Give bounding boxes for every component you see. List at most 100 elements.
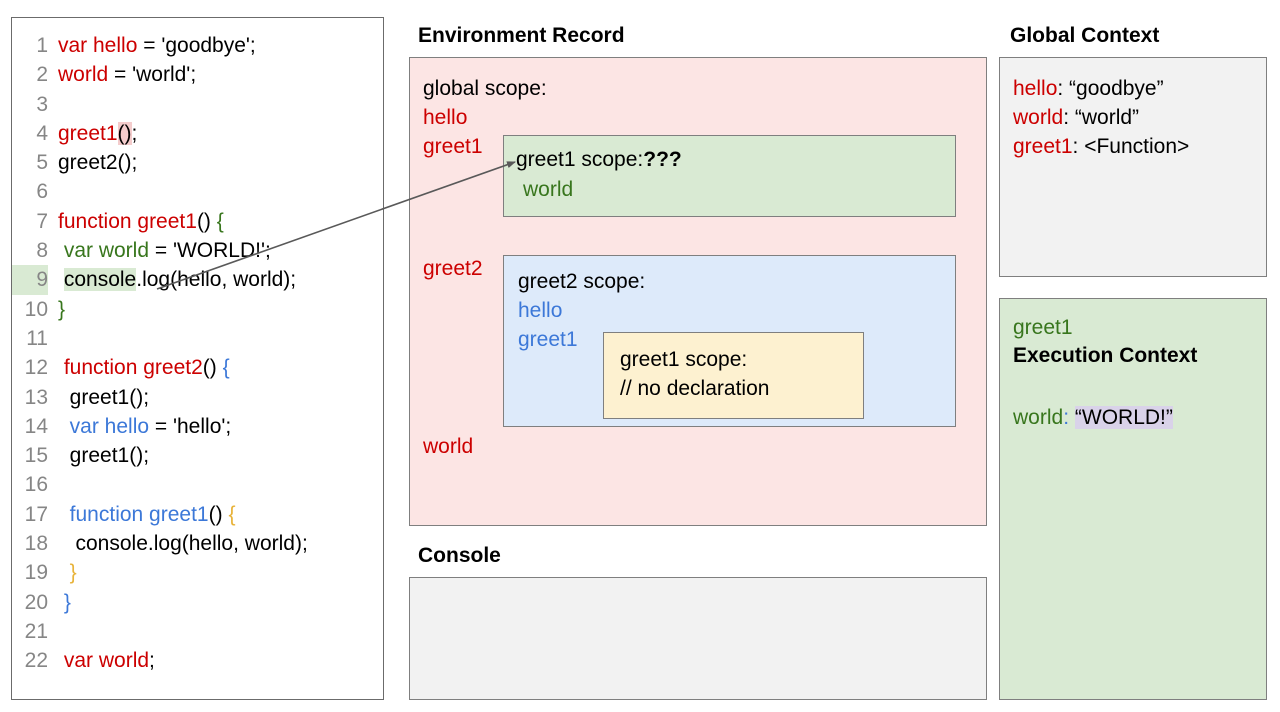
execution-context-function-name: greet1: [1013, 316, 1073, 339]
code-token: [58, 415, 70, 438]
code-line[interactable]: 5 greet2();: [12, 148, 383, 177]
code-line[interactable]: 12 function greet2() {: [12, 353, 383, 382]
code-token: ;: [131, 121, 138, 145]
code-token: {: [222, 356, 230, 380]
code-line[interactable]: 6: [12, 177, 383, 206]
code-token: console.log(hello, world);: [58, 532, 308, 556]
code-token: world: [58, 63, 109, 87]
code-line-number: 13: [24, 385, 48, 409]
code-line-number: 12: [24, 356, 48, 380]
code-token: (): [117, 121, 132, 145]
console-output-box[interactable]: [409, 577, 987, 700]
code-line[interactable]: 15 greet1();: [12, 441, 383, 470]
code-line-text: }: [58, 591, 71, 614]
code-line-number: 2: [36, 63, 48, 87]
global-context-row: world: “world”: [1013, 106, 1139, 130]
code-token: greet2();: [58, 151, 138, 175]
code-line[interactable]: 3: [12, 90, 383, 119]
execution-context-title: Execution Context: [1013, 344, 1198, 367]
code-line[interactable]: 21: [12, 617, 383, 646]
code-token: function greet1: [58, 209, 197, 233]
code-token: (): [196, 209, 217, 233]
code-line-number: 11: [26, 326, 48, 350]
execution-context-separator: :: [1063, 406, 1070, 429]
code-line[interactable]: 16: [12, 470, 383, 499]
code-line[interactable]: 10}: [12, 295, 383, 324]
code-line-number: 6: [36, 180, 48, 204]
code-line-number: 9: [12, 265, 48, 295]
greet1-scope-label: greet1 scope:???: [516, 148, 682, 172]
nested-greet1-scope-note: // no declaration: [620, 377, 770, 400]
console-heading: Console: [418, 544, 501, 567]
code-line-text: console.log(hello, world);: [58, 532, 308, 555]
code-token: var world: [58, 239, 150, 263]
code-line-text: var world;: [58, 649, 155, 672]
code-token: {: [216, 209, 224, 233]
code-line-number: 3: [36, 92, 48, 116]
code-token: (): [208, 502, 229, 526]
code-line[interactable]: 9 console.log(hello, world);: [12, 265, 383, 295]
global-context-heading: Global Context: [1010, 24, 1160, 47]
execution-context-variable-key: world: [1013, 406, 1064, 429]
global-context-row: hello: “goodbye”: [1013, 77, 1164, 101]
code-line-text: greet1();: [58, 444, 149, 467]
global-context-separator: :: [1057, 77, 1070, 100]
code-token: function greet1: [69, 502, 209, 526]
code-line-number: 14: [24, 414, 48, 438]
code-token: }: [63, 590, 71, 614]
global-context-separator: :: [1063, 106, 1075, 129]
global-context-key: world: [1013, 106, 1064, 129]
code-line-number: 21: [24, 619, 48, 643]
code-line[interactable]: 17 function greet1() {: [12, 500, 383, 529]
global-context-key: greet1: [1013, 135, 1073, 158]
code-line-number: 18: [24, 532, 48, 556]
code-line[interactable]: 19 }: [12, 558, 383, 587]
code-token: .log(hello, world);: [136, 268, 297, 292]
code-line-text: var hello = 'hello';: [58, 415, 232, 438]
code-token: [58, 503, 70, 526]
code-line[interactable]: 20 }: [12, 588, 383, 617]
code-token: greet1();: [58, 385, 150, 409]
code-line-text: function greet2() {: [58, 356, 230, 379]
code-line-text: world = 'world';: [58, 63, 196, 86]
code-token: = 'goodbye';: [137, 34, 256, 57]
code-token: greet1();: [58, 444, 150, 468]
global-context-value: “goodbye”: [1069, 77, 1164, 100]
code-token: greet1: [58, 121, 118, 145]
code-token: var hello: [58, 34, 138, 57]
code-line[interactable]: 14 var hello = 'hello';: [12, 412, 383, 441]
code-token: [58, 561, 70, 584]
global-binding-greet1: greet1: [423, 135, 483, 158]
global-context-key: hello: [1013, 77, 1058, 100]
greet1-scope-box: greet1 scope:??? world: [503, 135, 956, 217]
code-line[interactable]: 2 world = 'world';: [12, 60, 383, 89]
code-token: (): [202, 356, 223, 380]
code-line[interactable]: 8 var world = 'WORLD!';: [12, 236, 383, 265]
environment-record-box: global scope: hello greet1 greet2 world …: [409, 57, 987, 526]
nested-greet1-scope-label: greet1 scope:: [620, 348, 748, 371]
code-token: [58, 268, 64, 291]
code-line[interactable]: 13 greet1();: [12, 383, 383, 412]
code-token: = 'WORLD!';: [149, 239, 271, 263]
greet1-scope-label-text: greet1 scope:: [516, 148, 644, 171]
code-line[interactable]: 22 var world;: [12, 646, 383, 675]
code-line-number: 5: [36, 151, 48, 175]
code-line-number: 17: [24, 502, 48, 526]
code-line[interactable]: 11: [12, 324, 383, 353]
code-line[interactable]: 18 console.log(hello, world);: [12, 529, 383, 558]
code-line-text: greet1();: [58, 121, 138, 145]
greet2-scope-box: greet2 scope: hello greet1 greet1 scope:…: [503, 255, 956, 427]
code-token: ;: [149, 649, 155, 673]
global-context-value: <Function>: [1084, 135, 1190, 158]
execution-context-box: greet1 Execution Context world: “WORLD!”: [999, 298, 1267, 700]
greet2-scope-binding-greet1: greet1: [518, 328, 578, 351]
code-line-text: greet1();: [58, 386, 149, 409]
code-token: var world: [63, 649, 150, 673]
global-context-separator: :: [1072, 135, 1085, 158]
greet1-scope-binding-world: world: [523, 178, 574, 201]
